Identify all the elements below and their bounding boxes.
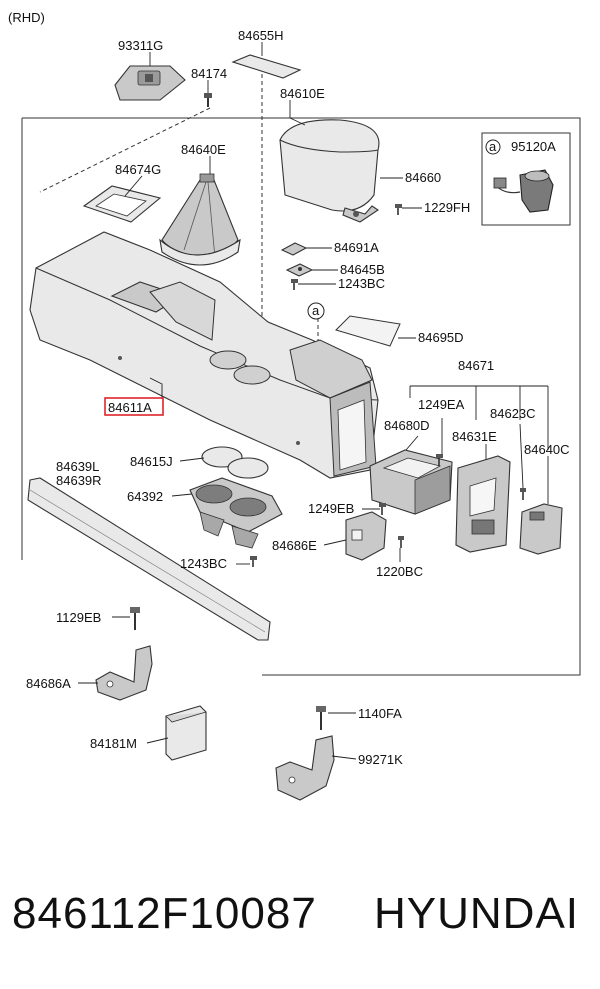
cover-84640C bbox=[519, 503, 563, 555]
armrest-84660 bbox=[279, 119, 380, 223]
usb-socket-95120A bbox=[493, 169, 554, 213]
mat-84695D bbox=[335, 315, 401, 347]
label-84655H: 84655H bbox=[238, 28, 284, 43]
screw-84174 bbox=[204, 93, 212, 107]
label-84645B: 84645B bbox=[340, 262, 385, 277]
label-1129EB: 1129EB bbox=[56, 610, 101, 625]
label-64392: 64392 bbox=[127, 489, 163, 504]
variant-label: (RHD) bbox=[8, 10, 45, 25]
highlight-box-84611A bbox=[104, 397, 164, 416]
screw-84623C bbox=[520, 488, 526, 500]
cup-mats-84615J bbox=[201, 446, 269, 479]
pad-84181M bbox=[165, 705, 207, 761]
label-84639L: 84639L bbox=[56, 459, 99, 474]
footer-part-number: 846112F10087 bbox=[12, 889, 317, 938]
screw-1220BC bbox=[398, 536, 404, 548]
screw-1249EB bbox=[379, 503, 386, 515]
bracket-84686E bbox=[345, 511, 387, 561]
label-1229FH: 1229FH bbox=[424, 200, 470, 215]
screw-1243BC-top bbox=[291, 279, 298, 290]
label-1249EA: 1249EA bbox=[418, 397, 465, 412]
label-95120A: 95120A bbox=[511, 139, 556, 154]
assembly-frame bbox=[22, 117, 581, 676]
label-84181M: 84181M bbox=[90, 736, 137, 751]
clip-84691A bbox=[280, 242, 308, 256]
guide-line bbox=[39, 107, 211, 193]
label-84671: 84671 bbox=[458, 358, 494, 373]
label-84660: 84660 bbox=[405, 170, 441, 185]
label-84691A: 84691A bbox=[334, 240, 379, 255]
label-84639R: 84639R bbox=[56, 473, 102, 488]
label-84680D: 84680D bbox=[384, 418, 430, 433]
trim-strip-84655H bbox=[231, 54, 302, 79]
label-1140FA: 1140FA bbox=[358, 706, 402, 721]
callout-a-marker bbox=[307, 302, 325, 320]
label-1249EB: 1249EB bbox=[308, 501, 354, 516]
label-84615J: 84615J bbox=[130, 454, 173, 469]
screw-1243BC-lower bbox=[250, 556, 257, 567]
label-84631E: 84631E bbox=[452, 429, 497, 444]
cup-holder-64392 bbox=[189, 477, 283, 549]
footer-brand: HYUNDAI bbox=[374, 889, 579, 938]
label-84695D: 84695D bbox=[418, 330, 464, 345]
bracket-99271K bbox=[275, 735, 335, 801]
label-1243BC-lower: 1243BC bbox=[180, 556, 227, 571]
bezel-84674G bbox=[82, 185, 162, 223]
label-84623C: 84623C bbox=[490, 406, 536, 421]
screw-1249EA bbox=[436, 454, 443, 466]
group-bracket-84671 bbox=[409, 385, 549, 450]
clip-84645B bbox=[285, 263, 314, 277]
bolt-1129EB bbox=[130, 607, 140, 630]
console-body-84611A bbox=[29, 231, 379, 479]
label-84174: 84174 bbox=[191, 66, 227, 81]
label-84610E: 84610E bbox=[280, 86, 325, 101]
label-99271K: 99271K bbox=[358, 752, 403, 767]
rear-panel-84631E bbox=[455, 455, 511, 553]
callout-a-marker-label: a bbox=[312, 303, 320, 318]
label-93311G: 93311G bbox=[118, 38, 163, 53]
leader-lines bbox=[78, 42, 549, 760]
label-84640E: 84640E bbox=[181, 142, 226, 157]
switch-panel-93311G bbox=[114, 65, 186, 101]
callout-a-circle bbox=[485, 139, 501, 155]
shift-boot-84640E bbox=[159, 173, 241, 266]
bolt-1229FH bbox=[395, 204, 402, 215]
label-84686A: 84686A bbox=[26, 676, 71, 691]
label-84611A: 84611A bbox=[108, 400, 152, 415]
label-84686E: 84686E bbox=[272, 538, 317, 553]
label-84674G: 84674G bbox=[115, 162, 161, 177]
tray-84680D bbox=[369, 449, 453, 515]
callout-a-label: a bbox=[489, 139, 497, 154]
side-strip-84639 bbox=[27, 477, 271, 641]
label-84640C: 84640C bbox=[524, 442, 570, 457]
bracket-84686A bbox=[95, 645, 153, 701]
bolt-1140FA bbox=[316, 706, 326, 730]
label-1220BC: 1220BC bbox=[376, 564, 423, 579]
label-1243BC-top: 1243BC bbox=[338, 276, 385, 291]
